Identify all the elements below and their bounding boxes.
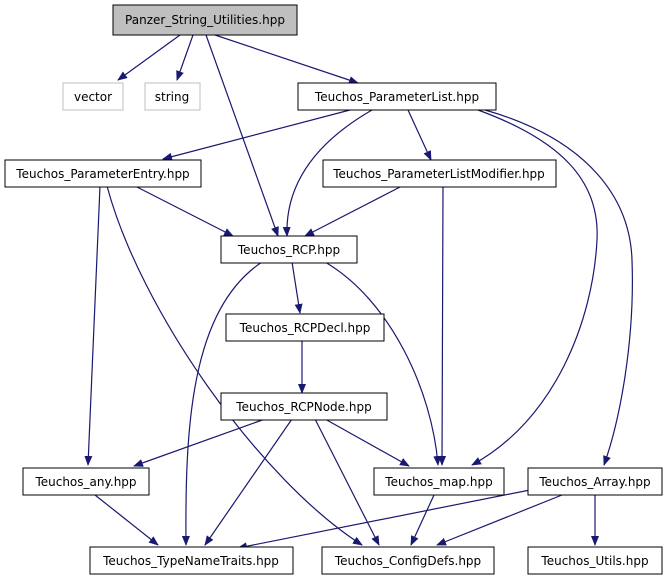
node-teuchos-rcpnode[interactable]: Teuchos_RCPNode.hpp	[220, 392, 388, 421]
edge-panzer-to-vector	[117, 34, 181, 81]
edge-parameterlist-to-map	[471, 109, 598, 466]
edge-parameterlistmodifier-to-map	[438, 185, 447, 466]
edge-rcpnode-to-map	[324, 418, 410, 467]
node-label: Teuchos_ParameterList.hpp	[314, 90, 479, 104]
edge-parameterentry-to-rcp	[134, 185, 234, 237]
node-teuchos-array[interactable]: Teuchos_Array.hpp	[527, 467, 663, 496]
node-label: Teuchos_RCP.hpp	[237, 243, 340, 257]
node-label: Teuchos_map.hpp	[384, 475, 492, 489]
node-label: Teuchos_RCPNode.hpp	[235, 400, 371, 414]
node-teuchos-rcpdecl[interactable]: Teuchos_RCPDecl.hpp	[225, 313, 385, 342]
edge-parameterlist-to-parameterlistmodifier	[407, 109, 432, 161]
node-label: vector	[74, 90, 112, 104]
node-teuchos-map[interactable]: Teuchos_map.hpp	[373, 467, 505, 496]
node-teuchos-parameterentry[interactable]: Teuchos_ParameterEntry.hpp	[4, 159, 202, 188]
edge-map-to-configdefs	[410, 494, 435, 546]
node-label: Teuchos_any.hpp	[34, 475, 136, 489]
node-teuchos-parameterlist[interactable]: Teuchos_ParameterList.hpp	[297, 82, 497, 111]
node-label: Teuchos_Utils.hpp	[540, 554, 648, 568]
edges	[84, 34, 633, 551]
node-teuchos-configdefs[interactable]: Teuchos_ConfigDefs.hpp	[321, 546, 495, 575]
node-label: Teuchos_ParameterEntry.hpp	[15, 167, 189, 181]
edge-any-to-typenametraits	[94, 494, 159, 546]
node-label: Teuchos_ParameterListModifier.hpp	[332, 167, 545, 181]
node-label: string	[155, 90, 189, 104]
edge-parameterlist-to-parameterentry	[162, 109, 351, 161]
edge-rcp-to-rcpdecl	[291, 261, 303, 314]
node-label: Teuchos_ConfigDefs.hpp	[334, 554, 481, 568]
edge-array-to-configdefs	[436, 494, 563, 546]
node-string[interactable]: string	[144, 82, 201, 111]
node-label: Teuchos_RCPDecl.hpp	[239, 321, 371, 335]
node-teuchos-utils[interactable]: Teuchos_Utils.hpp	[527, 546, 663, 575]
edge-rcpnode-to-any	[133, 418, 266, 467]
edge-parameterlistmodifier-to-rcp	[304, 185, 403, 237]
edge-parameterlist-to-array	[484, 109, 633, 466]
edge-parameterentry-to-any	[84, 185, 101, 466]
node-panzer-string-utilities[interactable]: Panzer_String_Utilities.hpp	[112, 4, 298, 36]
edge-parameterentry-to-configdefs	[106, 185, 363, 546]
edge-panzer-to-string	[176, 34, 194, 81]
edge-array-to-typenametraits	[237, 489, 531, 551]
node-teuchos-rcp[interactable]: Teuchos_RCP.hpp	[220, 235, 358, 264]
edge-rcpnode-to-typenametraits	[204, 418, 293, 546]
node-teuchos-parameterlistmodifier[interactable]: Teuchos_ParameterListModifier.hpp	[322, 159, 557, 188]
edge-rcp-to-typenametraits	[181, 261, 263, 546]
nodes: Panzer_String_Utilities.hpp vector strin…	[4, 4, 663, 575]
edge-panzer-to-rcp	[205, 34, 279, 237]
node-teuchos-any[interactable]: Teuchos_any.hpp	[22, 467, 150, 496]
node-label: Panzer_String_Utilities.hpp	[125, 13, 285, 27]
edge-rcp-to-map	[324, 261, 442, 466]
node-label: Teuchos_Array.hpp	[538, 475, 650, 489]
node-vector[interactable]: vector	[62, 82, 124, 111]
edge-panzer-to-parameterlist	[214, 34, 359, 84]
node-teuchos-typenametraits[interactable]: Teuchos_TypeNameTraits.hpp	[89, 546, 294, 575]
node-label: Teuchos_TypeNameTraits.hpp	[102, 554, 279, 568]
edge-rcpnode-to-configdefs	[314, 418, 380, 546]
edge-parameterlist-to-rcp	[282, 109, 373, 237]
